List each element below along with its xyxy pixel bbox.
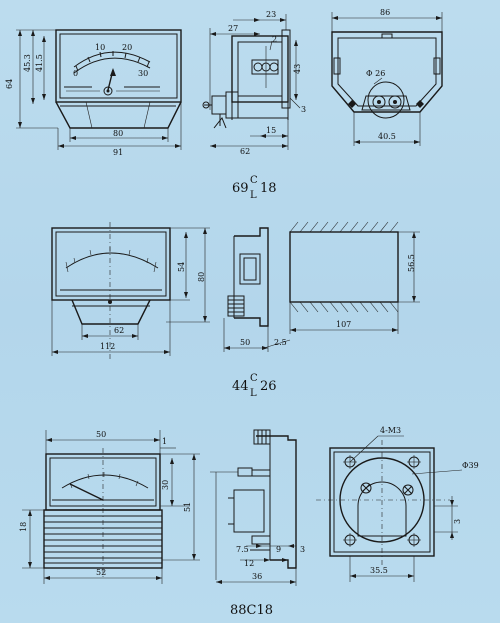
title-69-main: 69 [232,181,249,196]
dim-88-front-h-inner: 30 [161,480,170,490]
front-view-44c26: 54 80 62 112 [51,222,210,360]
dim-44-side-depth: 50 [240,338,250,347]
back-view-88c18: 4-M3 Φ39 3 35.5 [316,426,479,582]
screw-hole-tr [407,455,421,469]
front-view-88c18: 50 1 30 51 [19,430,200,584]
dim-44-front-h-outer: 80 [197,272,206,282]
model-title-44c26: 44 C L 26 [232,373,277,399]
side-view-69c18: 23 27 2 43 3 [202,10,306,156]
dim-88-back-screws: 4-M3 [380,426,401,435]
dim-88-front-top: 1 [162,437,167,446]
title-69-tail: 18 [260,181,277,196]
scale-label-0: 0 [73,69,78,78]
dim-69-side-h: 43 [293,64,302,74]
dim-69-front-w-inner: 80 [113,129,123,138]
dim-88-front-bottom: 52 [96,568,106,577]
scale-label-20: 20 [122,43,132,52]
screw-hole-bl [343,533,357,547]
dim-69-h-mid: 45.3 [23,54,32,72]
dim-69-callout-3: 3 [301,105,306,114]
side-view-88c18: 7.5 9 3 12 36 [210,429,305,586]
title-44-tail: 26 [260,379,277,394]
scale-label-30: 30 [138,69,148,78]
side-view-44c26: 50 2.5 [223,227,291,352]
dim-69-callout-2: 2 [272,35,277,44]
title-44-upper: C [250,373,258,384]
dim-69-side-top-a: 27 [228,24,238,33]
dim-69-h-outer: 64 [5,79,14,89]
screw-hole-br [407,533,421,547]
dim-88-side-b: 9 [276,545,281,554]
dim-88-side-a: 7.5 [236,545,249,554]
dim-44-side-flange: 2.5 [274,338,287,347]
dim-69-back-bottom: 40.5 [378,132,396,141]
dim-44-front-w-outer: 112 [100,342,115,351]
dim-69-h-inner: 41.5 [35,54,44,72]
dim-69-back-w: 86 [380,8,390,17]
title-69-lower: L [250,190,257,201]
dim-69-side-bottom-b: 15 [266,126,276,135]
dim-88-side-c: 3 [300,545,305,554]
dim-44-front-w-inner: 62 [114,326,124,335]
model-title-88c18: 88C18 [230,603,273,618]
dim-44-box-w: 107 [336,320,351,329]
dim-88-back-w: 35.5 [370,566,388,575]
back-view-69c18: 86 Φ 26 40.5 [331,8,443,146]
dim-88-side-d: 12 [244,559,254,568]
dim-69-front-w-outer: 91 [113,148,123,157]
dim-88-back-offset: 3 [453,519,462,524]
dim-88-back-hole: Φ39 [462,461,479,470]
dim-44-front-h-inner: 54 [177,262,186,272]
title-44-lower: L [250,388,257,399]
dim-88-side-depth: 36 [252,572,262,581]
title-44-main: 44 [232,379,249,394]
dim-88-front-w: 50 [96,430,106,439]
dim-88-front-left-h: 18 [19,522,28,532]
scale-label-10: 10 [95,43,105,52]
cutout-44c26: 56.5 107 [289,221,420,334]
title-69-upper: C [250,175,258,186]
model-title-69c18: 69 C L 18 [232,175,277,201]
dim-69-back-hole: Φ 26 [366,69,385,78]
dim-44-box-h: 56.5 [407,254,416,272]
dim-88-front-h-outer: 51 [183,502,192,512]
dim-69-side-bottom-a: 62 [240,147,250,156]
dim-69-side-top-b: 23 [266,10,276,19]
front-view-69c18: 64 45.3 41.5 0 10 20 30 [5,29,182,157]
